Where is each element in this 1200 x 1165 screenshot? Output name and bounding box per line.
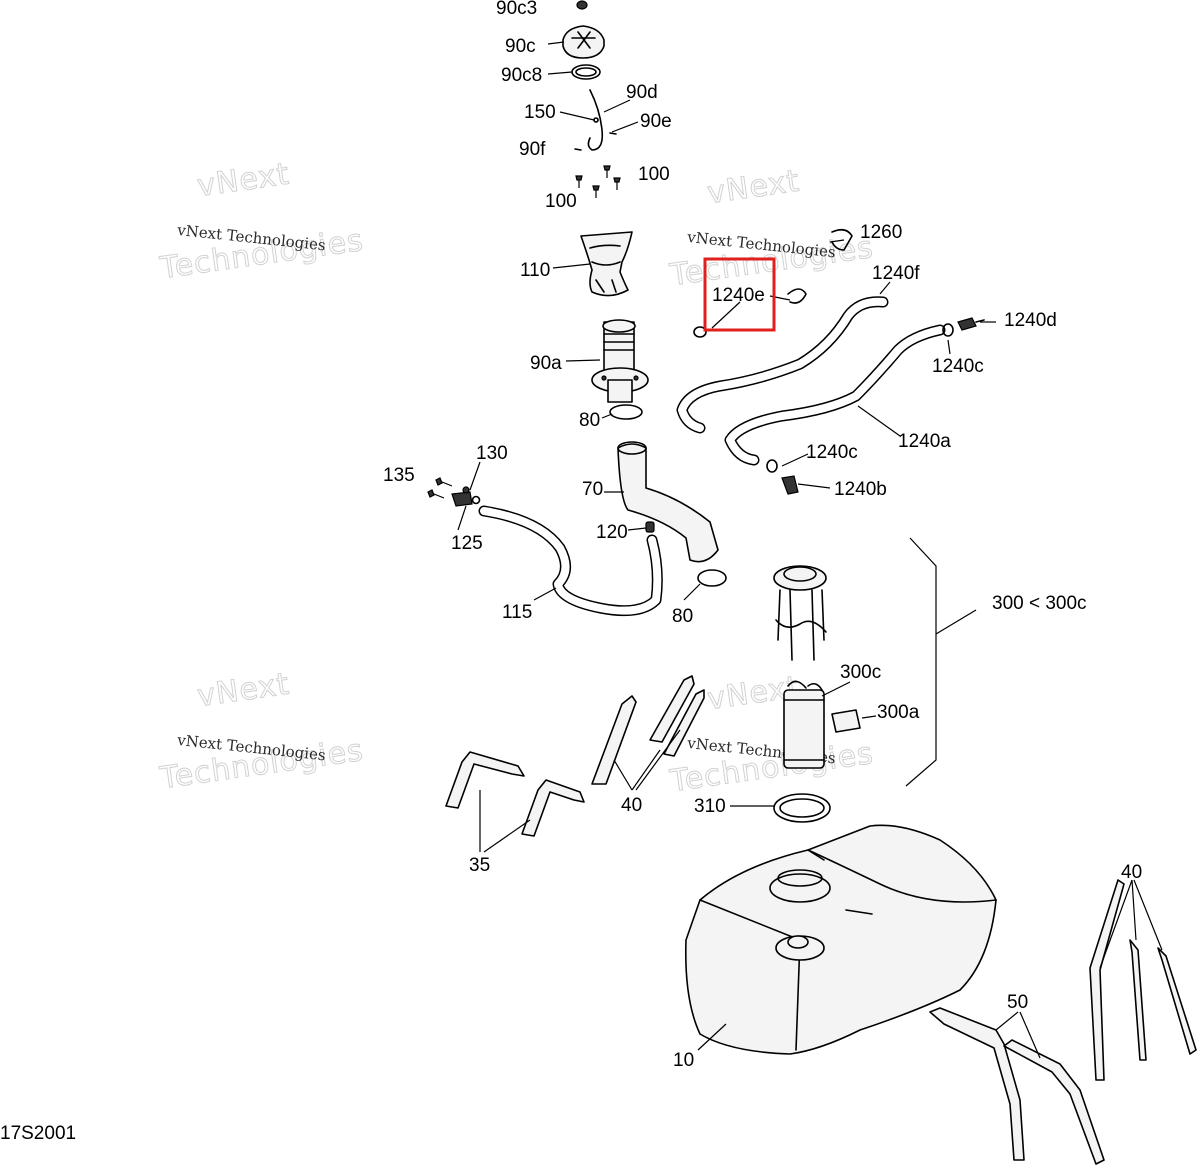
diagram-code: 17S2001 — [0, 1123, 76, 1144]
label-10: 10 — [673, 1050, 694, 1071]
part-90c-cap — [562, 25, 605, 59]
svg-text:vNext: vNext — [705, 164, 802, 212]
part-90c3-nut — [576, 0, 588, 10]
svg-text:vNext: vNext — [195, 667, 292, 715]
label-310: 310 — [694, 796, 726, 817]
label-110: 110 — [520, 260, 550, 281]
leader-lines — [457, 41, 1163, 1059]
part-1240e-clamps — [693, 288, 807, 338]
part-1240d-fitting — [957, 317, 985, 331]
part-80-clamp-upper — [609, 404, 643, 420]
part-90d-tether — [587, 89, 604, 151]
part-1240f-hose — [676, 296, 889, 434]
label-70: 70 — [582, 479, 603, 500]
label-120: 120 — [596, 522, 628, 543]
label-300a: 300a — [877, 702, 920, 723]
watermark-left-bottom: vNext Technologies vNext Technologies — [157, 666, 367, 797]
label-1240a: 1240a — [898, 431, 951, 452]
label-40-left: 40 — [621, 795, 642, 816]
part-40-straps-right — [1089, 879, 1197, 1081]
label-90c3: 90c3 — [496, 0, 537, 19]
part-90c8-gasket — [571, 64, 601, 80]
label-40-right: 40 — [1121, 862, 1142, 883]
part-1260-tie — [831, 228, 853, 251]
label-130: 130 — [476, 443, 508, 464]
label-1240d: 1240d — [1004, 310, 1057, 331]
label-1240f: 1240f — [872, 263, 920, 284]
watermark-mid-top: vNext Technologies vNext Technologies — [667, 163, 877, 294]
part-115-vent-hose — [478, 505, 663, 617]
part-40-straps-upper — [591, 675, 705, 785]
label-1240b: 1240b — [834, 479, 887, 500]
label-135: 135 — [383, 465, 415, 486]
part-300a-filter — [831, 709, 861, 733]
svg-text:vNext: vNext — [195, 157, 292, 205]
label-90c: 90c — [505, 36, 536, 57]
part-10-fuel-tank — [684, 824, 997, 1055]
label-35: 35 — [469, 855, 490, 876]
bracket-300-group — [905, 537, 977, 787]
label-80-lower: 80 — [672, 606, 693, 627]
label-90d: 90d — [626, 82, 658, 103]
label-90a: 90a — [530, 353, 562, 374]
label-150: 150 — [524, 102, 556, 123]
label-115: 115 — [502, 602, 532, 623]
part-1240c-clamp-lower — [766, 459, 778, 473]
part-70-filler-hose — [617, 441, 719, 563]
label-80-upper: 80 — [579, 410, 600, 431]
label-100-left: 100 — [545, 191, 577, 212]
label-1260: 1260 — [860, 222, 902, 243]
highlight-box-1240e — [703, 257, 776, 332]
label-1240e: 1240e — [712, 285, 765, 306]
part-90a-filler-neck — [591, 319, 649, 403]
label-300-range: 300 < 300c — [992, 593, 1087, 614]
part-50-straps — [929, 1007, 1105, 1165]
label-50: 50 — [1007, 992, 1028, 1013]
label-100-right: 100 — [638, 164, 670, 185]
label-90f: 90f — [519, 139, 546, 160]
label-300c: 300c — [840, 662, 881, 683]
part-1240b-fitting — [781, 475, 799, 495]
label-90e: 90e — [640, 111, 672, 132]
label-1240c-lower: 1240c — [806, 442, 858, 463]
part-110-filler-neck-boot — [580, 231, 633, 297]
label-1240c-upper: 1240c — [932, 356, 984, 377]
part-310-lock-ring — [773, 793, 831, 823]
part-90e-pin — [609, 132, 617, 135]
part-100-screws — [575, 165, 621, 198]
watermark-left-top: vNext Technologies vNext Technologies — [157, 156, 367, 287]
part-300-fuel-pump — [773, 565, 827, 769]
part-90f-pin — [574, 148, 582, 151]
part-1240a-hose — [724, 324, 946, 466]
label-90c8: 90c8 — [501, 65, 542, 86]
part-130-valve — [451, 486, 481, 507]
part-35-straps — [445, 751, 585, 837]
part-1240c-clamp-upper — [942, 323, 954, 337]
part-120-cap — [645, 521, 655, 533]
label-125: 125 — [451, 533, 483, 554]
part-135-screws — [427, 477, 453, 499]
part-80-clamp-lower — [697, 569, 727, 587]
